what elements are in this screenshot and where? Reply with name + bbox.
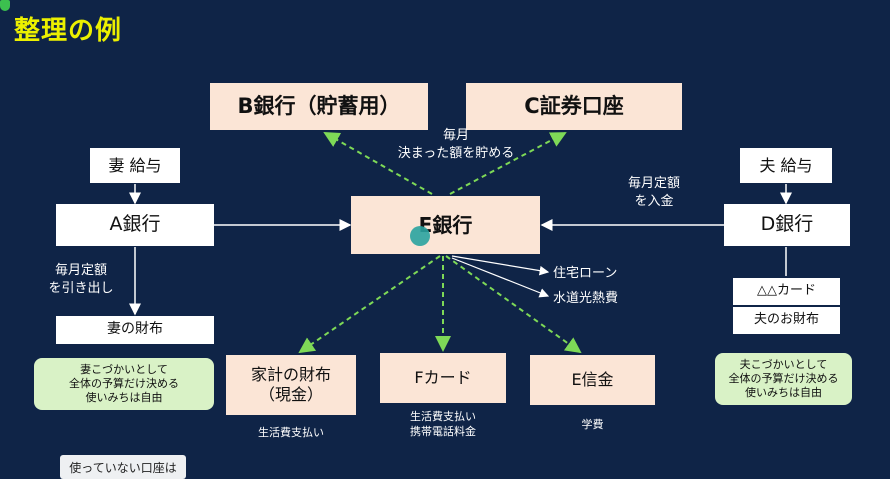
b-bank-box: B銀行（貯蓄用） <box>210 83 428 130</box>
arrow-housing-loan <box>451 255 550 276</box>
tuition-label: 学費 <box>581 418 604 431</box>
monthly-deposit-label: 毎月定額 を入金 <box>627 176 680 209</box>
husband-salary-box: 夫 給与 <box>740 148 832 183</box>
d-bank-box: D銀行 <box>724 204 850 246</box>
husband-wallet-box: 夫のお財布 <box>733 307 840 334</box>
husband-allowance-note: 夫こづかいとして 全体の予算だけ決める 使いみちは自由 <box>715 353 852 405</box>
arrow-to-household-wallet <box>298 255 441 354</box>
arrow-to-c-sec <box>449 132 567 195</box>
living-cash-label: 生活費支払い <box>258 426 324 439</box>
wife-allowance-note: 妻こづかいとして 全体の予算だけ決める 使いみちは自由 <box>34 358 214 410</box>
household-wallet-box: 家計の財布 （現金） <box>226 355 356 415</box>
e-credit-box: E信金 <box>530 355 655 405</box>
monthly-withdraw-label: 毎月定額 を引き出し <box>48 263 114 296</box>
arrow-to-b-bank <box>323 132 433 195</box>
monthly-save-label: 毎月 決まった額を貯める <box>397 128 515 161</box>
housing-loan-label: 住宅ローン <box>553 266 618 281</box>
arrow-to-e-credit <box>445 255 582 354</box>
arrow-utilities <box>451 257 550 298</box>
unused-accounts-note: 使っていない口座は <box>60 455 186 479</box>
a-bank-box: A銀行 <box>56 204 214 246</box>
shield-icon <box>0 0 10 11</box>
f-card-box: Fカード <box>380 353 506 403</box>
wife-salary-box: 妻 給与 <box>90 148 180 183</box>
wife-wallet-box: 妻の財布 <box>56 316 214 344</box>
card-box: △△カード <box>733 278 840 305</box>
living-card-label: 生活費支払い 携帯電話料金 <box>410 410 476 438</box>
e-bank-box: E銀行 <box>351 196 540 254</box>
slide-title: 整理の例 <box>14 16 123 46</box>
utilities-label: 水道光熱費 <box>553 291 619 306</box>
pointer-cursor-icon <box>410 226 430 246</box>
c-securities-box: C証券口座 <box>466 83 682 130</box>
